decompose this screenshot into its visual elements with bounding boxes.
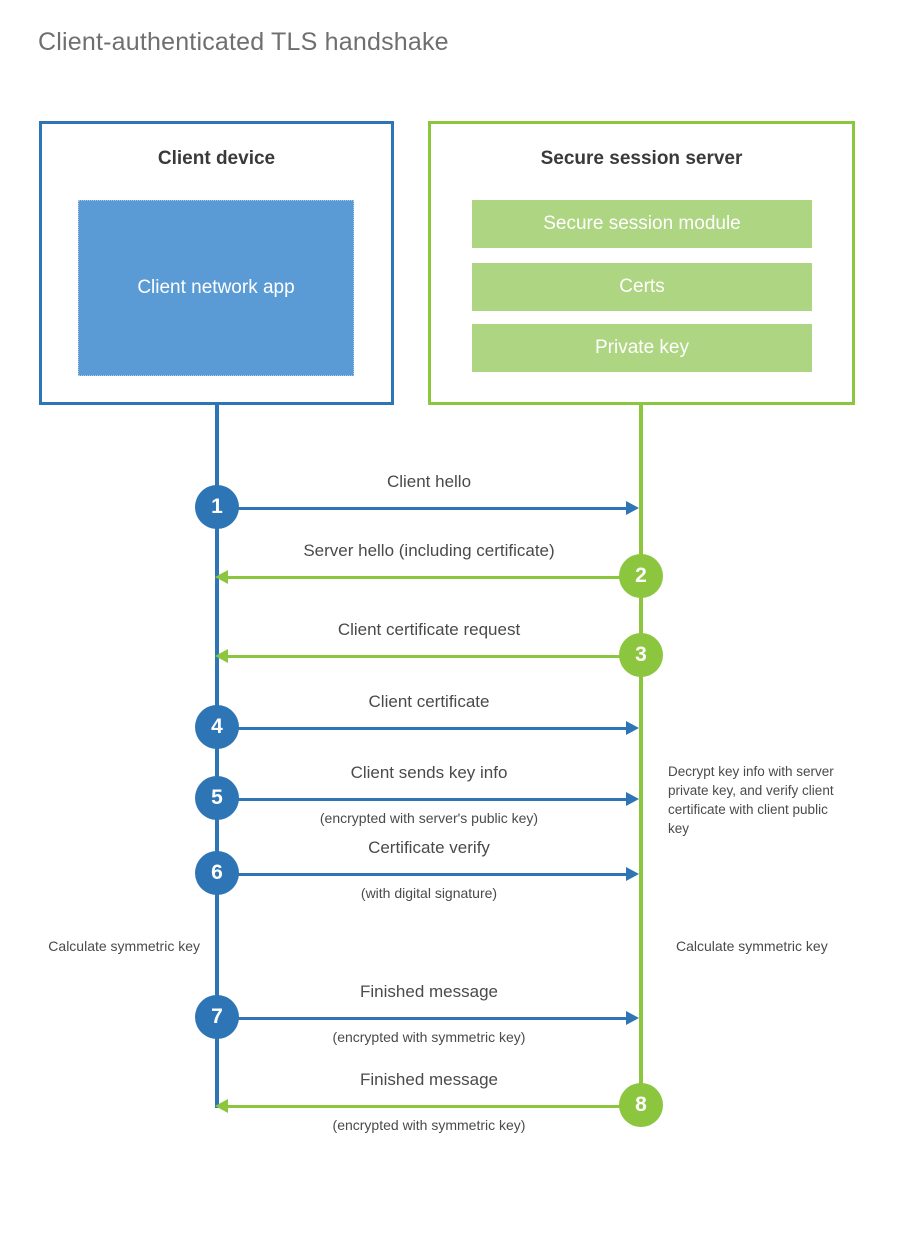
message-arrow-head-4 <box>626 721 639 735</box>
server-module-certs: Certs <box>472 263 812 311</box>
message-arrow-head-2 <box>215 570 228 584</box>
message-arrow-line-2 <box>228 576 641 579</box>
message-label-6: Certificate verify <box>368 838 490 857</box>
message-label-4: Client certificate <box>368 692 490 711</box>
message-label-1: Client hello <box>386 472 472 491</box>
server-lifeline <box>639 402 643 1106</box>
server-module-secure-session: Secure session module <box>472 200 812 248</box>
message-arrow-line-4 <box>217 727 626 730</box>
message-label-7: Finished message <box>360 982 498 1001</box>
client-lifeline <box>215 402 219 1108</box>
client-network-app-module: Client network app <box>78 200 354 376</box>
message-sublabel-7: (encrypted with symmetric key) <box>332 1029 526 1045</box>
message-arrow-line-1 <box>217 507 626 510</box>
message-label-3: Client certificate request <box>337 620 521 639</box>
message-arrow-head-5 <box>626 792 639 806</box>
secure-session-server-box: Secure session server Secure session mod… <box>428 121 855 405</box>
message-arrow-line-3 <box>228 655 641 658</box>
secure-session-server-title: Secure session server <box>540 148 743 169</box>
note-client-calculate-symmetric-key: Calculate symmetric key <box>48 938 200 954</box>
message-sublabel-8: (encrypted with symmetric key) <box>332 1117 526 1133</box>
step-circle-7[interactable]: 7 <box>195 995 239 1039</box>
step-circle-6[interactable]: 6 <box>195 851 239 895</box>
step-circle-2[interactable]: 2 <box>619 554 663 598</box>
message-sublabel-6: (with digital signature) <box>360 885 498 901</box>
message-arrow-line-6 <box>217 873 626 876</box>
note-server-calculate-symmetric-key: Calculate symmetric key <box>676 938 828 954</box>
message-label-8: Finished message <box>360 1070 498 1089</box>
message-arrow-head-8 <box>215 1099 228 1113</box>
server-module-private-key: Private key <box>472 324 812 372</box>
client-device-box: Client device Client network app <box>39 121 394 405</box>
message-arrow-head-3 <box>215 649 228 663</box>
message-arrow-line-8 <box>228 1105 641 1108</box>
message-sublabel-5: (encrypted with server's public key) <box>319 810 539 826</box>
step-circle-4[interactable]: 4 <box>195 705 239 749</box>
message-label-5: Client sends key info <box>350 763 508 782</box>
message-arrow-line-7 <box>217 1017 626 1020</box>
step-circle-8[interactable]: 8 <box>619 1083 663 1127</box>
client-device-title: Client device <box>157 148 276 169</box>
step-circle-1[interactable]: 1 <box>195 485 239 529</box>
message-arrow-head-7 <box>626 1011 639 1025</box>
message-arrow-line-5 <box>217 798 626 801</box>
message-label-2: Server hello (including certificate) <box>303 541 555 560</box>
note-server-decrypt: Decrypt key info with server private key… <box>668 764 834 837</box>
message-arrow-head-1 <box>626 501 639 515</box>
step-circle-5[interactable]: 5 <box>195 776 239 820</box>
message-arrow-head-6 <box>626 867 639 881</box>
page-title: Client-authenticated TLS handshake <box>38 28 449 56</box>
step-circle-3[interactable]: 3 <box>619 633 663 677</box>
